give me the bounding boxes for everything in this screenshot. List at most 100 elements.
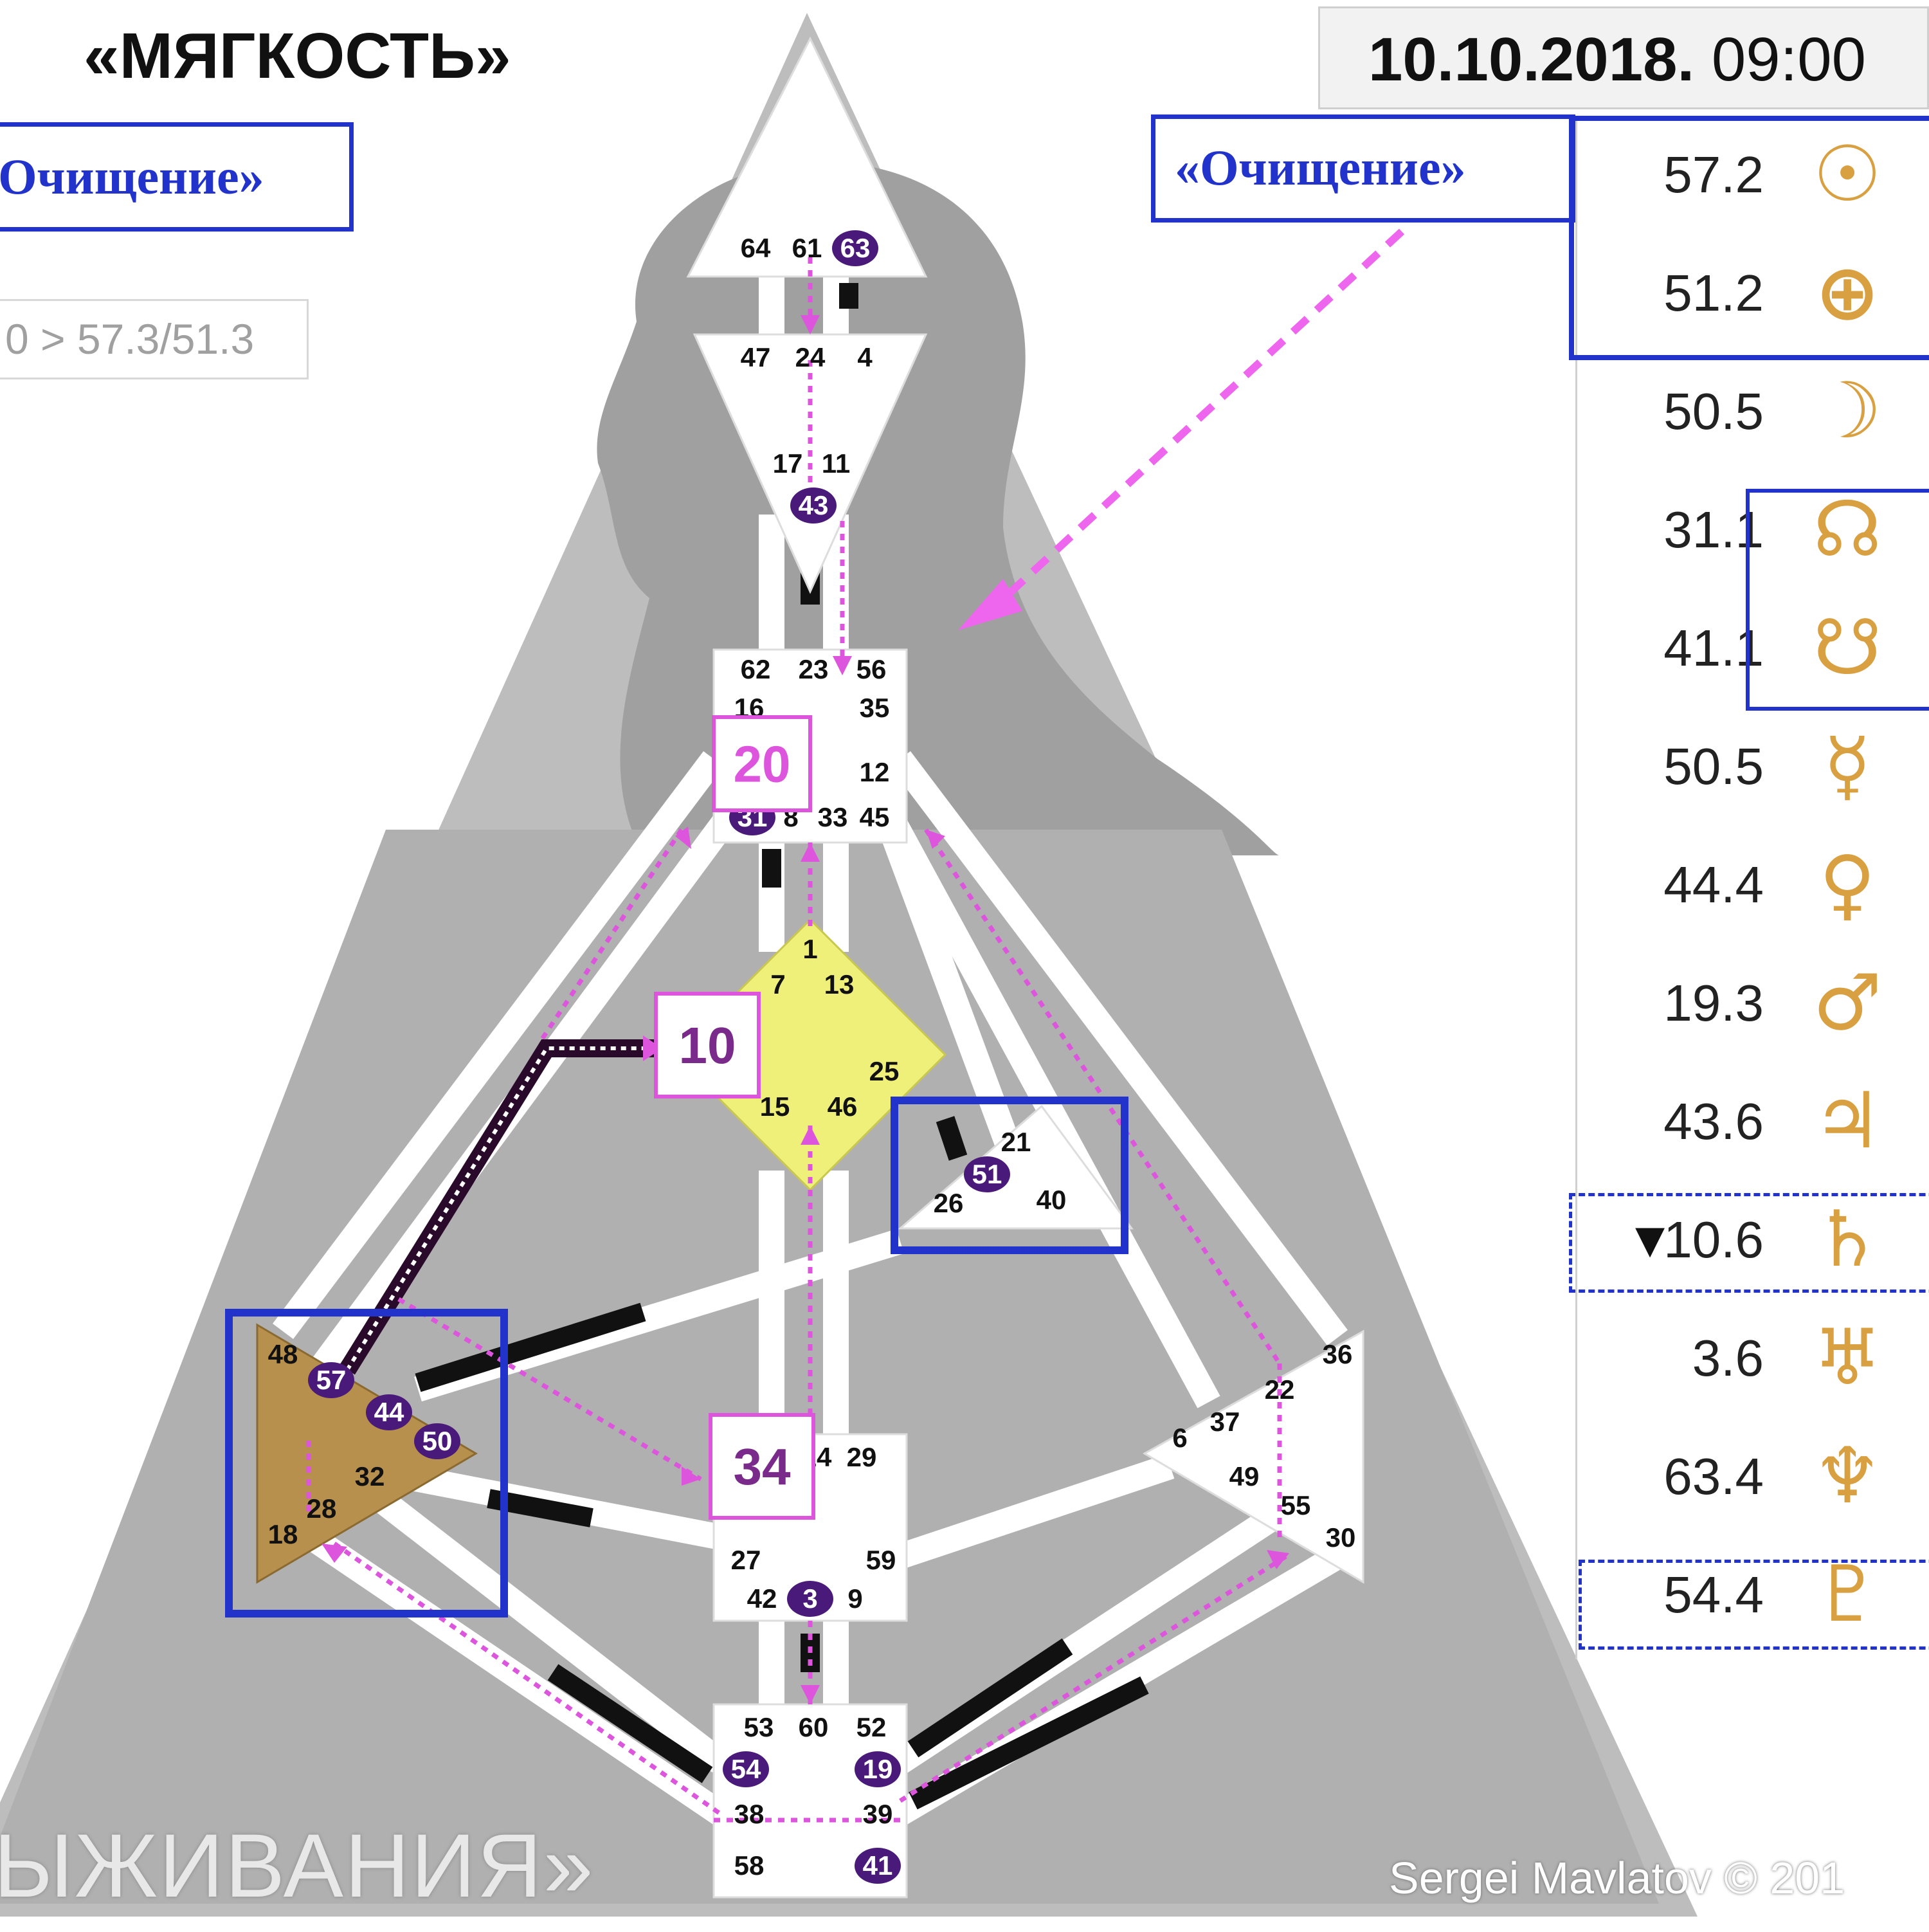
- gate-circle: [964, 1156, 1010, 1192]
- saturn-icon: ♄: [1813, 1195, 1882, 1284]
- gate-label: 53: [744, 1712, 774, 1742]
- planet-value: 50.5: [1663, 383, 1764, 440]
- gate-label: 48: [268, 1339, 298, 1369]
- gate-label: 7: [770, 969, 785, 999]
- earth-icon: ⊕: [1815, 248, 1880, 338]
- gate-circle: [308, 1362, 354, 1398]
- cleansing-tag-left: Очищение»: [0, 122, 354, 232]
- planet-row: 44.4♀: [1577, 826, 1929, 944]
- planet-value: 10.6: [1663, 1211, 1764, 1268]
- date-text: 10.10.2018.: [1368, 25, 1695, 94]
- gate-label: 1: [802, 934, 817, 964]
- planet-row: 19.3 ♂: [1577, 944, 1929, 1062]
- gate-label: 61: [792, 233, 822, 263]
- gate-label: 11: [822, 448, 850, 478]
- north-node-icon: ☊: [1813, 485, 1882, 574]
- gate-label: 54: [731, 1754, 761, 1784]
- mars-icon: ♂: [1813, 958, 1882, 1048]
- planet-value: 44.4: [1663, 856, 1764, 913]
- highlight-gate-label: 20: [734, 736, 791, 793]
- uranus-icon: ♅: [1813, 1313, 1882, 1403]
- gate-circle: [787, 1581, 833, 1617]
- planet-value: 3.6: [1692, 1329, 1764, 1387]
- gate-label: 45: [860, 802, 890, 832]
- gate-label: 25: [869, 1056, 900, 1086]
- activation-arrows: [322, 315, 1289, 1704]
- gate-label: 62: [741, 654, 771, 684]
- copyright-text: Sergei Mavlatov © 201: [1389, 1853, 1845, 1903]
- gate-label: 50: [422, 1426, 453, 1456]
- pluto-icon: ♇: [1813, 1550, 1882, 1639]
- highlight-spleen: [225, 1309, 508, 1618]
- retrograde-icon: ▼: [1635, 1217, 1665, 1262]
- pointer-arrow: [987, 228, 1405, 614]
- highlight-heart: [891, 1097, 1128, 1254]
- gate-label: 51: [972, 1159, 1002, 1189]
- gate-label: 57: [316, 1365, 347, 1395]
- gate-label: 55: [1281, 1490, 1311, 1520]
- gate-label: 23: [799, 654, 829, 684]
- gate-label: 33: [818, 802, 848, 832]
- gate-label: 47: [741, 342, 771, 372]
- planet-value: 50.5: [1663, 738, 1764, 795]
- highlight-gate-box: [712, 715, 812, 812]
- highlight-gate-label: 34: [734, 1438, 791, 1495]
- gate-label: 52: [856, 1712, 887, 1742]
- gate-circle: [414, 1423, 460, 1459]
- planet-value: 57.2: [1663, 146, 1764, 203]
- gate-label: 60: [799, 1712, 829, 1742]
- gate-label: 37: [1210, 1407, 1240, 1437]
- mercury-icon: ☿: [1824, 722, 1871, 811]
- jupiter-icon: ♃: [1813, 1077, 1882, 1166]
- gate-label: 56: [856, 654, 887, 684]
- planet-value: 43.6: [1663, 1093, 1764, 1150]
- date-box: 10.10.2018. 09:00: [1318, 6, 1929, 109]
- gate-circle: [855, 1751, 901, 1787]
- planet-row: 63.4♆: [1577, 1417, 1929, 1536]
- gate-label: 42: [747, 1583, 777, 1614]
- gate-circle: [723, 1751, 769, 1787]
- gate-label: 18: [268, 1519, 298, 1549]
- page-title: «МЯГКОСТЬ»: [84, 20, 511, 92]
- gate-label: 32: [355, 1461, 385, 1491]
- gate-label: 41: [863, 1850, 893, 1881]
- gate-label: 44: [374, 1397, 404, 1427]
- planet-row: 43.6 ♃: [1577, 1062, 1929, 1181]
- gate-circle: [832, 230, 878, 266]
- gate-label: 27: [731, 1545, 761, 1575]
- gate-label: 19: [863, 1754, 893, 1784]
- gate-label: 22: [1265, 1374, 1295, 1405]
- gate-label: 30: [1326, 1522, 1356, 1553]
- planet-value: 51.2: [1663, 264, 1764, 322]
- gate-label: 28: [307, 1493, 337, 1524]
- gate-label: 9: [847, 1583, 862, 1614]
- gate-circle: [790, 488, 837, 524]
- gate-label: 26: [934, 1188, 964, 1218]
- gate-label: 58: [734, 1850, 765, 1881]
- gate-label: 59: [866, 1545, 896, 1575]
- sun-icon: ☉: [1813, 130, 1882, 219]
- gate-label: 6: [1172, 1423, 1187, 1453]
- highlight-gate-box: [709, 1413, 815, 1520]
- planet-row: 50.5 ☿: [1577, 707, 1929, 826]
- gate-label: 15: [760, 1091, 790, 1122]
- planet-value: 19.3: [1663, 974, 1764, 1032]
- gate-label: 38: [734, 1799, 765, 1829]
- highlight-nodes: [1746, 489, 1929, 711]
- highlight-pluto: [1579, 1560, 1929, 1650]
- time-text: 09:00: [1694, 25, 1867, 94]
- gate-label: 3: [802, 1583, 817, 1614]
- planet-value: 54.4: [1663, 1566, 1764, 1623]
- moon-icon: ☽: [1813, 367, 1882, 456]
- gate-label: 36: [1323, 1339, 1353, 1369]
- gate-circle: [366, 1394, 412, 1430]
- south-node-icon: ☋: [1813, 603, 1882, 693]
- gate-label: 49: [1229, 1461, 1260, 1491]
- gate-label: 46: [828, 1091, 858, 1122]
- planet-row: 57.2 ☉: [1577, 116, 1929, 234]
- gate-label: 40: [1037, 1185, 1067, 1215]
- gate-note: 0 > 57.3/51.3: [0, 299, 309, 379]
- cleansing-tag-right: «Очищение»: [1151, 114, 1575, 223]
